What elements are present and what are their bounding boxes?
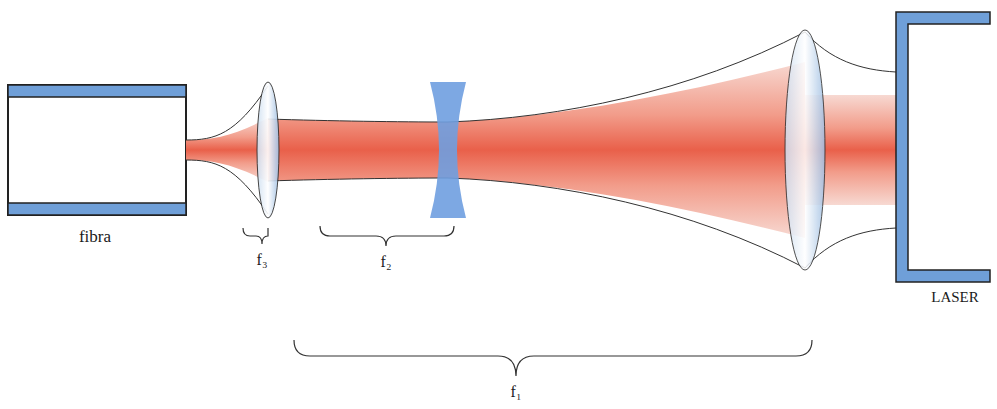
diverging-lens	[430, 82, 466, 218]
focusing-lens	[257, 82, 279, 218]
part-label: LASER	[931, 290, 979, 305]
focal-bracket	[243, 228, 268, 244]
fiber	[8, 85, 186, 215]
focal-length-label: f₂	[381, 254, 392, 270]
part-label: fibra	[79, 228, 111, 245]
focal-bracket	[294, 340, 812, 376]
focal-length-label: f₃	[257, 252, 268, 268]
collimating-lens	[785, 30, 825, 270]
laser-housing	[896, 12, 990, 282]
focal-length-label: f₁	[511, 384, 522, 400]
focal-bracket	[320, 226, 454, 246]
